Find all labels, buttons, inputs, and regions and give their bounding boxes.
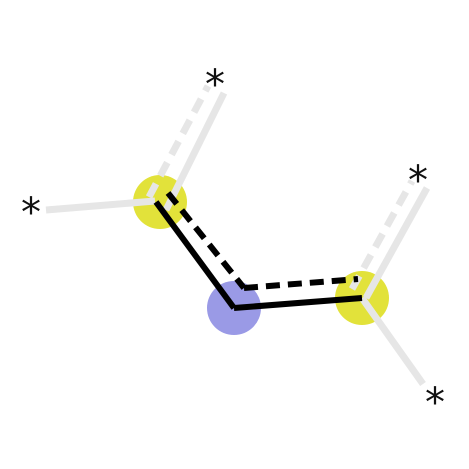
attachment-label-right-upper: * [408, 158, 428, 204]
bond-s1-n-dashed [165, 191, 247, 290]
bond-s1-n-solid [153, 200, 237, 310]
bond-s1-left [45, 197, 156, 214]
bond-s1-top-dashed [145, 84, 212, 199]
bond-s2-upper-dashed [348, 179, 416, 291]
bond-n-s2-dashed [243, 276, 359, 291]
attachment-label-right-lower: * [425, 380, 445, 426]
bond-s1-top-solid [162, 91, 228, 212]
bond-s2-lower [359, 295, 426, 387]
bond-n-s2-solid [233, 295, 363, 311]
attachment-label-top: * [205, 62, 225, 108]
bond-s2-upper-solid [362, 186, 431, 300]
attachment-bonds [45, 84, 431, 387]
attachment-label-left: * [21, 190, 41, 236]
ring-bonds [153, 191, 363, 311]
